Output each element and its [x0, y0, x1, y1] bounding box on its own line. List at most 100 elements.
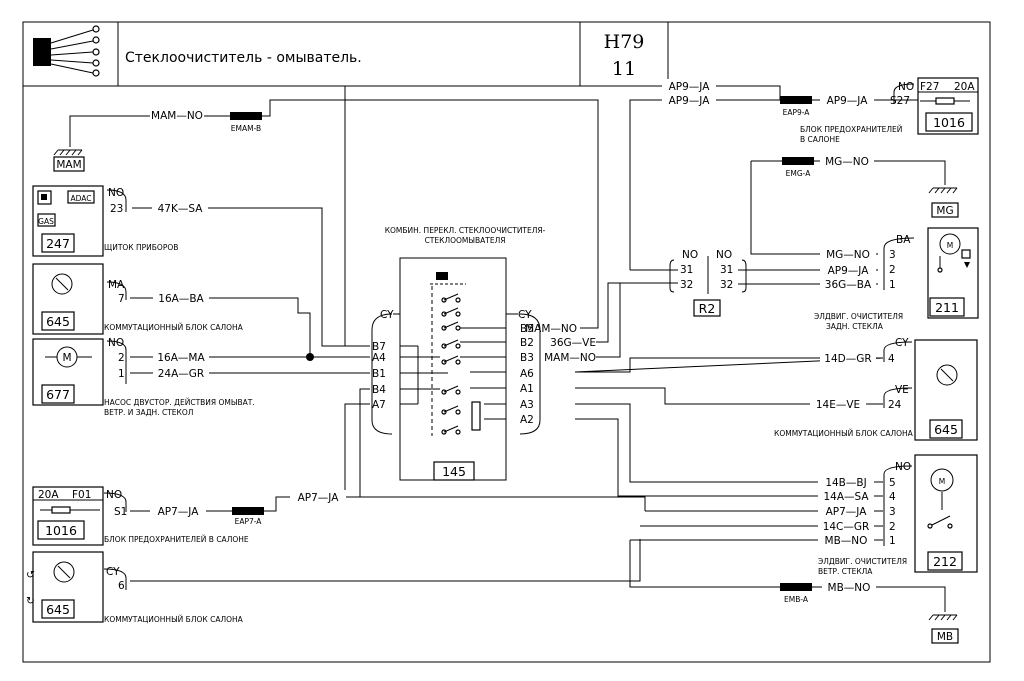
wire-label: MAM—NO	[544, 352, 596, 364]
pin-label: 6	[118, 580, 125, 592]
connector-color: NO	[106, 489, 122, 501]
pin-label: B4	[372, 384, 386, 396]
connector-label: EMG-A	[786, 169, 812, 178]
wire-label: AP7—JA	[826, 506, 868, 518]
junction-dot	[306, 353, 314, 361]
pin-label: S27	[890, 95, 910, 107]
fuse-icon	[40, 506, 100, 514]
pin-label: 1	[889, 535, 896, 547]
connector-label: EMAM-B	[231, 124, 261, 133]
connector-color: NO	[716, 249, 732, 261]
component-number: 1016	[45, 523, 77, 538]
pin-label: 3	[889, 249, 896, 261]
wire-label: AP9—JA	[828, 265, 870, 277]
component-caption: КОММУТАЦИОННЫЙ БЛОК САЛОНА	[774, 429, 914, 438]
ground-mb: MB	[928, 614, 959, 644]
wire-label: MAM—NO	[525, 323, 577, 335]
component-caption: ЗАДН. СТЕКЛА	[826, 322, 884, 331]
connector-label: EAP7-A	[235, 517, 263, 526]
pin-label: A6	[520, 368, 534, 380]
pin-label: 2	[889, 264, 896, 276]
fuel-pump-icon	[37, 190, 52, 205]
component-number: 645	[934, 422, 958, 437]
pin-label: A4	[372, 352, 386, 364]
wire-label: AP9—JA	[827, 95, 869, 107]
component-number: 1016	[933, 115, 965, 130]
connector-color: NO	[108, 337, 124, 349]
connector-eap9-a: EAP9-A	[780, 96, 812, 117]
ground-mam: MAM	[53, 149, 85, 172]
indicator-label: GAS	[38, 217, 54, 226]
component-caption: КОММУТАЦИОННЫЙ БЛОК САЛОНА	[104, 615, 244, 624]
fuse-id: F27	[920, 81, 939, 93]
pin-label: S1	[114, 506, 127, 518]
pin-label: A2	[520, 414, 534, 426]
wire-label: 14B—BJ	[825, 477, 866, 489]
pin-label: 1	[889, 279, 896, 291]
component-645-switching-block: ↺ ↻ 645 CY 6 КОММУТАЦИОННЫЙ БЛОК САЛОНА	[26, 551, 244, 624]
wire-label: 16A—MA	[157, 352, 205, 364]
pin-label: 4	[889, 491, 896, 503]
connector-color: NO	[895, 461, 911, 473]
pin-label: B3	[520, 352, 534, 364]
component-number: 145	[442, 464, 466, 479]
page-title: Стеклоочиститель - омыватель.	[125, 50, 362, 66]
indicator-label: ADAC	[70, 194, 91, 203]
component-number: 212	[933, 554, 957, 569]
pin-label: 2	[118, 352, 125, 364]
connector-eap7-a: EAP7-A	[232, 507, 264, 526]
svg-text:M: M	[939, 477, 945, 486]
motor-icon: M	[927, 468, 954, 529]
connector-color: CY	[106, 566, 120, 578]
pin-label: B5	[520, 323, 534, 335]
wiper-symbol-icon	[53, 561, 75, 583]
wire-label: 47K—SA	[158, 203, 204, 215]
pin-label: 7	[118, 293, 125, 305]
wire-label: AP7—JA	[158, 506, 200, 518]
pin-label: A1	[520, 383, 534, 395]
component-caption: НАСОС ДВУСТОР. ДЕЙСТВИЯ ОМЫВАТ.	[104, 398, 255, 407]
rotate-arrow-icon: ↺	[26, 569, 35, 581]
component-caption: ВЕТР. СТЕКЛА	[818, 567, 873, 576]
switch-contacts-icon	[400, 272, 506, 436]
wires	[69, 85, 946, 612]
pin-label: 1	[118, 368, 125, 380]
wire-label: 24A—GR	[158, 368, 204, 380]
connector-color: BA	[896, 234, 911, 246]
pin-label: 32	[720, 279, 733, 291]
wire-label: MB—NO	[828, 582, 871, 594]
component-number: 645	[46, 314, 70, 329]
sheet-code: H79	[604, 31, 645, 53]
fuse-rating: 20A	[38, 489, 59, 501]
pin-label: 31	[720, 264, 733, 276]
pin-label: A3	[520, 399, 534, 411]
component-number: 247	[46, 236, 70, 251]
component-caption: КОММУТАЦИОННЫЙ БЛОК САЛОНА	[104, 323, 244, 332]
wiper-symbol-icon	[936, 364, 958, 386]
pin-label: 23	[110, 203, 123, 215]
component-caption: БЛОК ПРЕДОХРАНИТЕЛЕЙ	[800, 125, 902, 134]
pin-label: B2	[520, 337, 534, 349]
wire-label: 14C—GR	[823, 521, 870, 533]
component-212-front-wiper-motor: M 212 NO 5 4 3 2 1 ЭЛДВИГ. ОЧИСТИТЕЛЯ ВЕ…	[818, 454, 978, 576]
connector-emg-a: EMG-A	[782, 157, 814, 178]
svg-text:M: M	[947, 241, 953, 250]
wire-label: MAM—NO	[151, 110, 203, 122]
component-645-switching-block: 645 CY 4 VE 24 КОММУТАЦИОННЫЙ БЛОК САЛОН…	[774, 337, 978, 441]
connector-emb-a: EMB-A	[780, 583, 812, 604]
motor-icon: M	[937, 233, 971, 273]
component-1016-fuse-box: F27 20A 1016 NO S27 БЛОК ПРЕДОХРАНИТЕЛЕЙ…	[800, 77, 979, 144]
component-number: 677	[46, 387, 70, 402]
pin-label: 31	[680, 264, 693, 276]
component-1016-fuse-box: 20A F01 1016 NO S1 БЛОК ПРЕДОХРАНИТЕЛЕЙ …	[32, 486, 249, 546]
component-caption: СТЕКЛООМЫВАТЕЛЯ	[425, 236, 506, 245]
ground-label: MB	[937, 631, 953, 643]
wire-label: 36G—BA	[825, 279, 872, 291]
component-caption: ЩИТОК ПРИБОРОВ	[104, 243, 178, 252]
connector-color: NO	[682, 249, 698, 261]
component-number: R2	[699, 301, 716, 316]
pin-label: 2	[889, 521, 896, 533]
wire-label: AP9—JA	[669, 95, 711, 107]
wire-labels: MAM—NO AP9—JA AP9—JA AP9—JA MG—NO 47K—SA…	[150, 79, 876, 594]
